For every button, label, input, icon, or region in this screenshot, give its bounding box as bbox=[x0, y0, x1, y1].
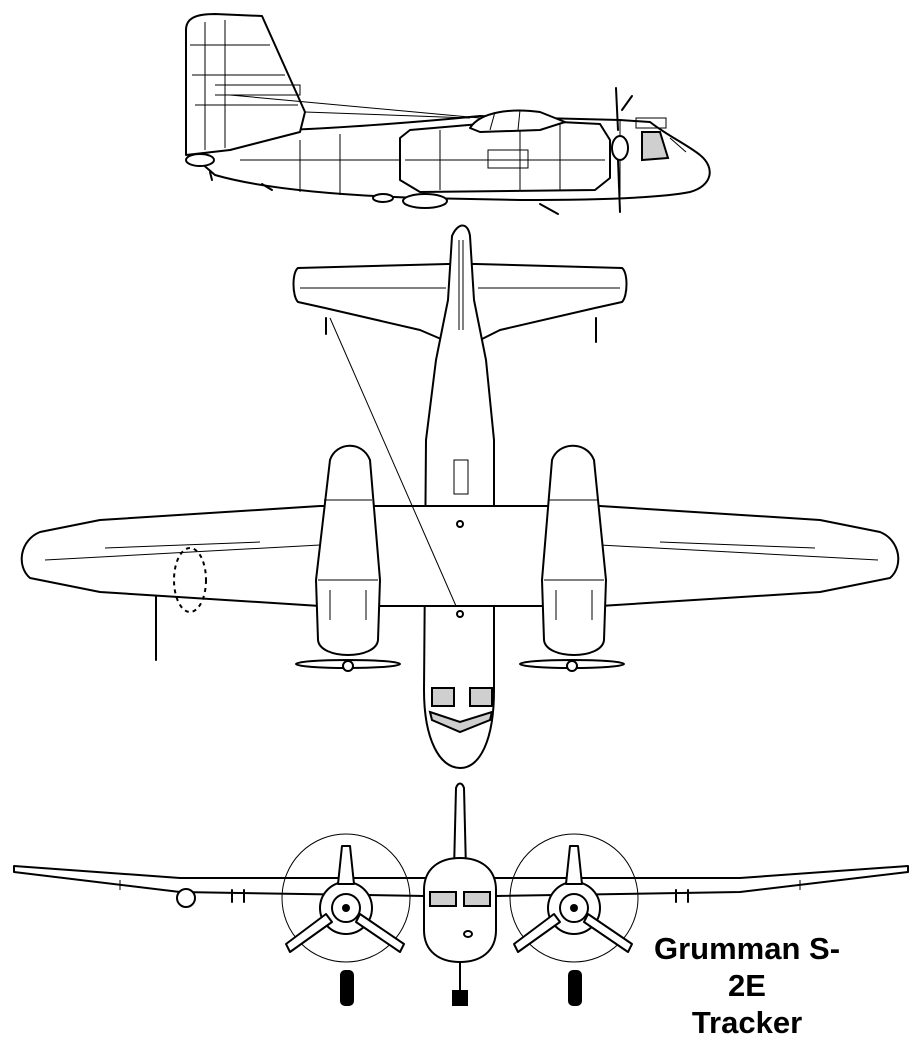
front-nose-gear bbox=[452, 990, 468, 1006]
top-wing bbox=[20, 505, 900, 607]
front-fin bbox=[453, 782, 467, 871]
top-window-left bbox=[431, 687, 455, 707]
top-fuselage bbox=[423, 224, 495, 769]
caption-line-name: Tracker bbox=[691, 1005, 803, 1040]
top-nacelle-left bbox=[315, 444, 381, 656]
top-view bbox=[20, 224, 900, 769]
front-gear-left bbox=[340, 970, 354, 1006]
top-nacelle-right bbox=[541, 444, 607, 656]
front-view bbox=[13, 782, 909, 1006]
front-fuselage bbox=[423, 857, 497, 963]
front-gear-right bbox=[568, 970, 582, 1006]
aircraft-name-label: Grumman S-2E Tracker bbox=[647, 930, 847, 1041]
side-window bbox=[641, 131, 670, 162]
side-propeller bbox=[615, 87, 621, 213]
top-window-right bbox=[469, 687, 493, 707]
front-prop-disc-left bbox=[281, 833, 411, 963]
side-view bbox=[185, 13, 711, 215]
front-prop-disc-right bbox=[509, 833, 639, 963]
side-nacelle bbox=[399, 121, 611, 193]
caption-line-model: Grumman S-2E bbox=[653, 931, 841, 1003]
